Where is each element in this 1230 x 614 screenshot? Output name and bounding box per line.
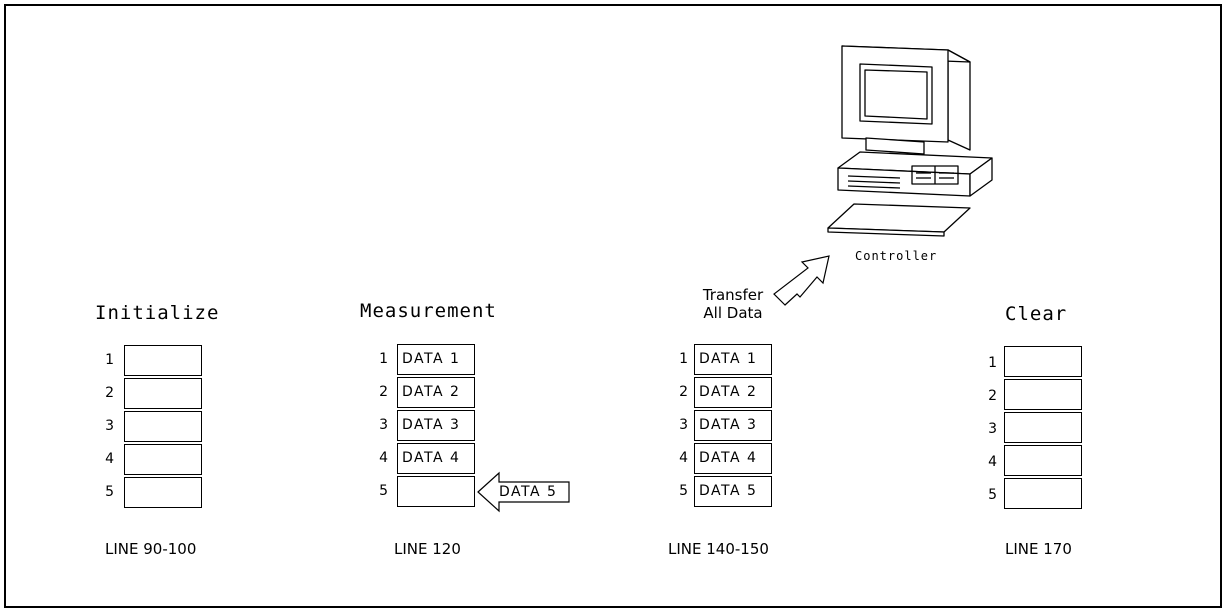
- stage-title-clear: Clear: [1005, 303, 1068, 325]
- row-number: 3: [105, 418, 114, 434]
- row-number: 4: [679, 450, 688, 466]
- buffer-cell: [1004, 346, 1082, 377]
- buffer-cell: [124, 411, 202, 442]
- row-number: 4: [379, 450, 388, 466]
- incoming-data-label: DATA 5: [499, 484, 558, 500]
- buffer-cell: [1004, 412, 1082, 443]
- row-number: 2: [379, 384, 388, 400]
- transfer-arrow: [773, 255, 830, 306]
- row-number: 5: [105, 484, 114, 500]
- row-number: 3: [679, 417, 688, 433]
- stage-title-transfer: Transfer All Data: [702, 286, 764, 322]
- row-number: 3: [988, 421, 997, 437]
- stage-title-measurement: Measurement: [360, 300, 497, 322]
- buffer-cell: DATA 1: [694, 344, 772, 375]
- row-number: 2: [988, 388, 997, 404]
- buffer-cell: DATA 3: [397, 410, 475, 441]
- buffer-cell: [1004, 379, 1082, 410]
- buffer-cell: [1004, 445, 1082, 476]
- row-number: 3: [379, 417, 388, 433]
- buffer-cell: [124, 345, 202, 376]
- row-number: 2: [679, 384, 688, 400]
- buffer-cell: [1004, 478, 1082, 509]
- line-label: LINE 90-100: [105, 540, 197, 558]
- incoming-data-arrow: [477, 471, 570, 513]
- computer-icon: [827, 45, 993, 237]
- buffer-cell: [124, 477, 202, 508]
- controller-label: Controller: [855, 249, 938, 263]
- buffer-cell: DATA 4: [397, 443, 475, 474]
- line-label: LINE 170: [1005, 540, 1072, 558]
- buffer-cell: DATA 3: [694, 410, 772, 441]
- diagram-frame: [4, 4, 1222, 608]
- line-label: LINE 120: [394, 540, 461, 558]
- buffer-cell: DATA 2: [694, 377, 772, 408]
- buffer-cell: DATA 2: [397, 377, 475, 408]
- buffer-cell: [124, 444, 202, 475]
- buffer-cell: DATA 1: [397, 344, 475, 375]
- row-number: 1: [679, 351, 688, 367]
- line-label: LINE 140-150: [668, 540, 769, 558]
- row-number: 1: [105, 352, 114, 368]
- row-number: 1: [379, 351, 388, 367]
- buffer-cell: DATA 4: [694, 443, 772, 474]
- row-number: 4: [988, 454, 997, 470]
- buffer-cell: [124, 378, 202, 409]
- row-number: 5: [679, 483, 688, 499]
- row-number: 1: [988, 355, 997, 371]
- row-number: 2: [105, 385, 114, 401]
- buffer-cell: DATA 5: [694, 476, 772, 507]
- buffer-cell: [397, 476, 475, 507]
- row-number: 5: [988, 487, 997, 503]
- row-number: 5: [379, 483, 388, 499]
- row-number: 4: [105, 451, 114, 467]
- stage-title-initialize: Initialize: [95, 302, 220, 324]
